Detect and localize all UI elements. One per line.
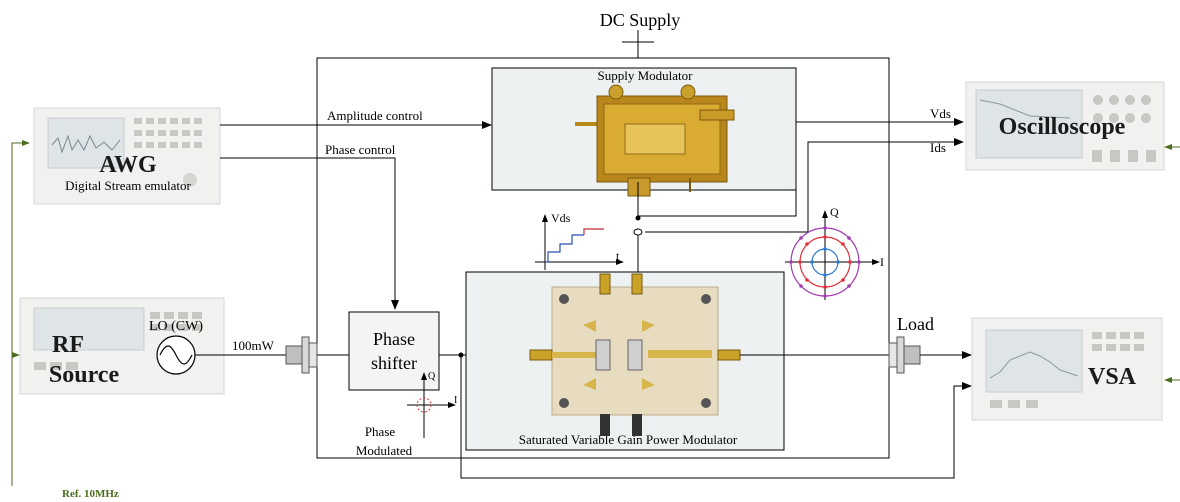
amplitude-control-label: Amplitude control [327, 108, 423, 123]
phase-control-wire [220, 158, 395, 307]
i-axis-label-large: I [880, 255, 884, 269]
load-label: Load [897, 314, 934, 334]
supply-modulator-label: Supply Modulator [598, 68, 694, 83]
ref-10mhz-label: Ref. 10MHz [62, 488, 119, 500]
q-axis-label-large: Q [830, 205, 839, 219]
vds-axis-label: Vds [551, 211, 571, 225]
supply-modulator-photo-icon [575, 85, 734, 196]
vds-step-inset [535, 214, 624, 270]
phase-control-label: Phase control [325, 142, 396, 157]
ids-arrow-icon [954, 138, 964, 146]
input-connector-icon [286, 337, 317, 373]
phase-modulated-line1: Phase [365, 424, 396, 439]
pa-label: Saturated Variable Gain Power Modulator [519, 432, 738, 447]
phase-shifter-line1: Phase [373, 329, 415, 349]
q-axis-label-small: Q [428, 371, 436, 382]
amplitude-control-arrow-icon [482, 121, 492, 129]
awg-ref-arrow-icon [22, 140, 30, 146]
vsa-input-arrow-icon [962, 351, 972, 359]
sine-source-icon [157, 336, 195, 374]
phase-modulated-line2: Modulated [356, 443, 413, 458]
pa-board-photo-icon [530, 274, 740, 436]
constellation-icon [785, 210, 880, 300]
phase-shifter-line2: shifter [371, 353, 417, 373]
vds-node [636, 216, 641, 221]
rf-source-line2: Source [49, 362, 120, 388]
vsa-label: VSA [1088, 364, 1137, 390]
phase-control-arrow-icon [391, 300, 399, 310]
dc-supply-label: DC Supply [600, 10, 681, 30]
oscilloscope-ref-arrow-icon [1164, 144, 1172, 150]
power-100mw-label: 100mW [232, 338, 275, 353]
lo-cw-label: LO (CW) [149, 319, 203, 334]
vds-out-label: Vds [930, 106, 951, 121]
rf-source-line1: RF [52, 332, 84, 358]
oscilloscope-label: Oscilloscope [999, 114, 1126, 140]
output-connector-icon [889, 337, 920, 373]
vsa-reference-arrow-icon [962, 382, 972, 390]
vds-arrow-icon [954, 118, 964, 126]
vsa-ref-arrow-icon [1164, 377, 1172, 383]
awg-subtitle: Digital Stream emulator [65, 178, 191, 193]
awg-title: AWG [99, 152, 157, 178]
rf-ref-arrow-icon [12, 352, 20, 358]
i-axis-label-small: I [454, 395, 457, 406]
ids-out-label: Ids [930, 140, 946, 155]
current-probe-icon [634, 229, 642, 235]
